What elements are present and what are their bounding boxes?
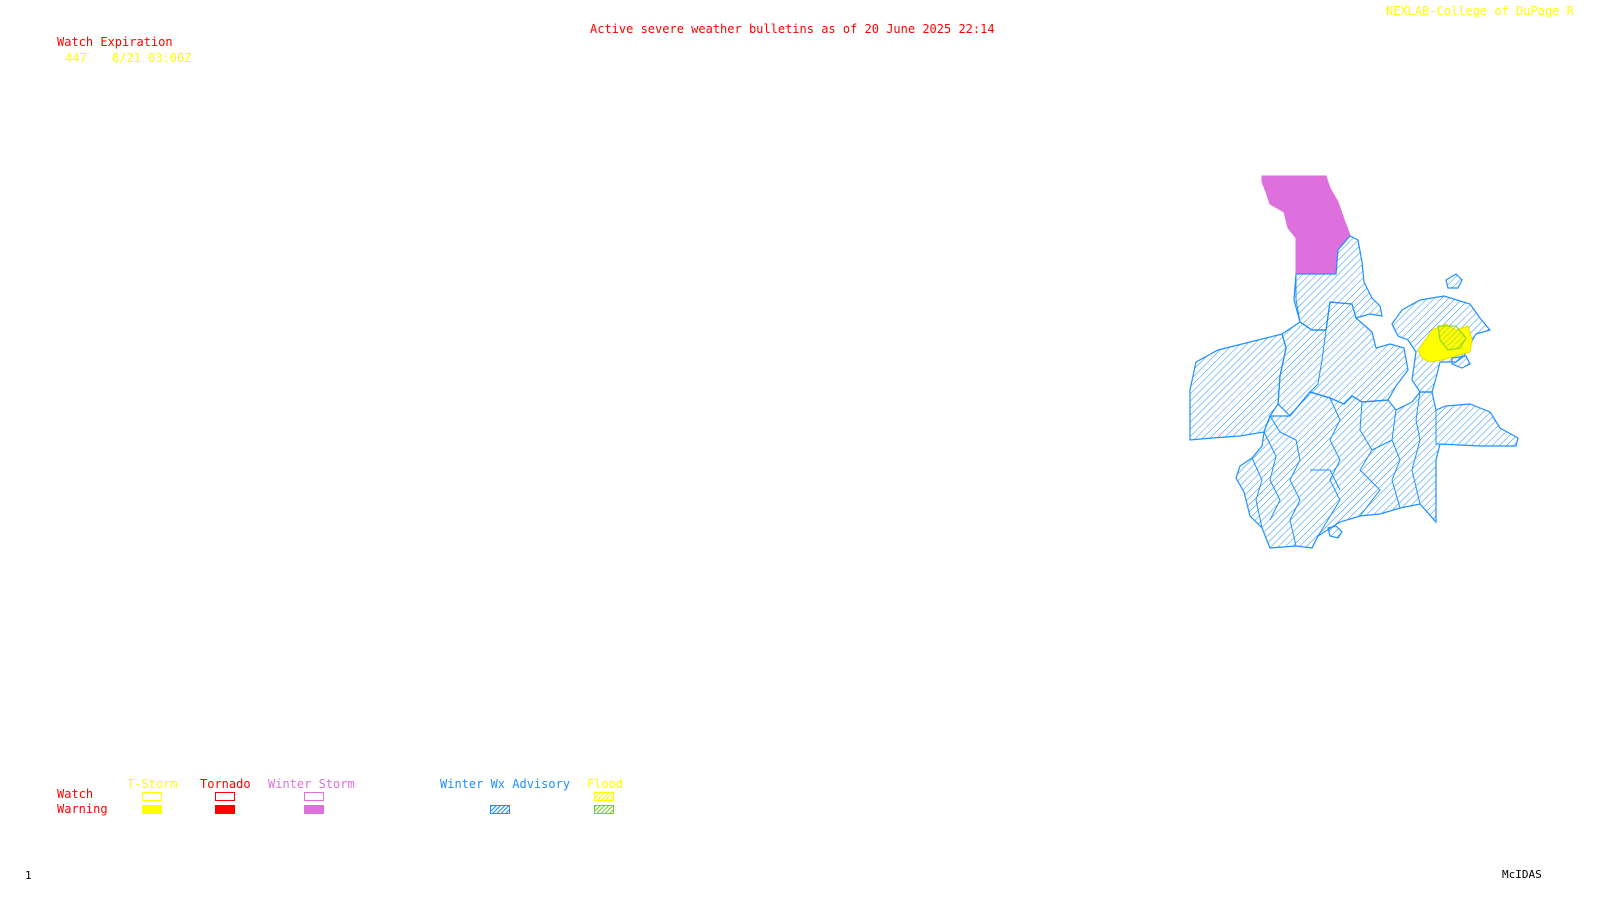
legend-winter-storm-label: Winter Storm xyxy=(268,777,355,791)
software-label: McIDAS xyxy=(1502,868,1542,881)
watch-id: 447 xyxy=(65,51,87,65)
watch-list-header: Watch Expiration xyxy=(57,35,173,49)
tstorm-warning-swatch xyxy=(142,805,162,814)
winter-wx-advisory-swatch xyxy=(490,805,510,814)
legend-winter-wx-advisory-label: Winter Wx Advisory xyxy=(440,777,571,791)
legend-watch-label: Watch xyxy=(57,787,94,801)
tstorm-watch-swatch xyxy=(142,792,162,801)
winter-storm-watch-swatch xyxy=(304,792,324,801)
frame-number: 1 xyxy=(25,869,32,882)
flood-watch-swatch xyxy=(594,792,614,801)
page-title: Active severe weather bulletins as of 20… xyxy=(590,22,995,36)
legend-warning-label: Warning xyxy=(57,802,108,816)
winter-storm-warning-swatch xyxy=(304,805,324,814)
flood-warning-swatch xyxy=(594,805,614,814)
tornado-watch-swatch xyxy=(215,792,235,801)
tornado-warning-swatch xyxy=(215,805,235,814)
winter-wx-advisory-region xyxy=(1189,235,1519,549)
county-boundaries xyxy=(1251,274,1440,549)
legend-tornado-label: Tornado xyxy=(200,777,251,791)
flood-warning-region xyxy=(1437,325,1467,351)
credit-text: NEXLAB-College of DuPage R xyxy=(1386,4,1574,18)
watch-expiration-time: 6/21 03:00Z xyxy=(112,51,192,65)
legend-tstorm-label: T-Storm xyxy=(127,777,178,791)
legend-flood-label: Flood xyxy=(587,777,624,791)
